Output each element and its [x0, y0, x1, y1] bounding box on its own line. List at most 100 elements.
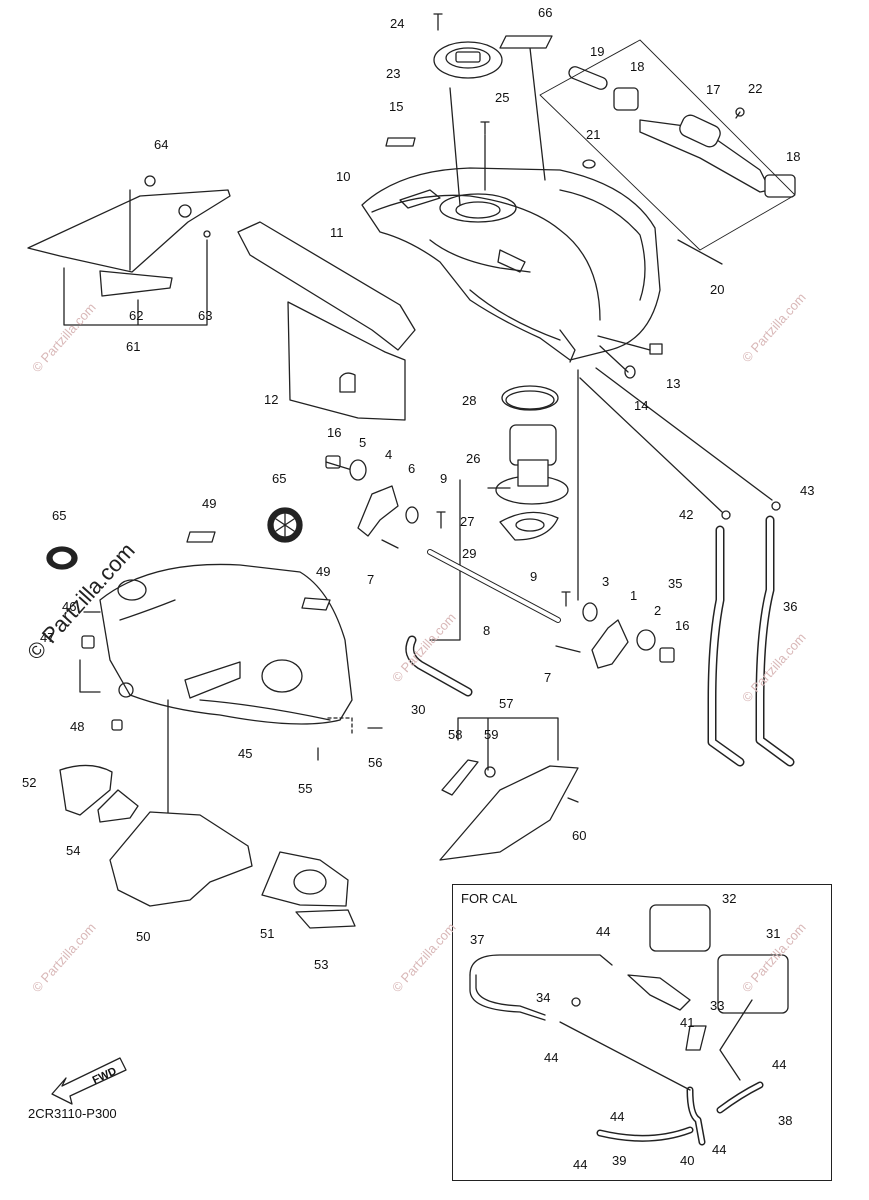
- callout-46: 46: [62, 599, 77, 614]
- callout-41: 41: [680, 1015, 695, 1030]
- callout-1: 1: [630, 588, 638, 603]
- callout-62: 62: [129, 308, 144, 323]
- callout-23: 23: [386, 66, 401, 81]
- collar-48: [111, 719, 123, 731]
- breather-hoses: [579, 367, 795, 767]
- callout-26: 26: [466, 451, 481, 466]
- callout-64: 64: [154, 137, 169, 152]
- label-66-part: [499, 35, 553, 49]
- callout-31: 31: [766, 926, 781, 941]
- rear-mount-assembly: [539, 39, 796, 251]
- leader-line: [529, 47, 546, 181]
- callout-24: 24: [390, 16, 405, 31]
- callout-36: 36: [783, 599, 798, 614]
- leader-line: [449, 87, 461, 206]
- emblem-65: [46, 507, 303, 570]
- fuel-tank: [361, 167, 661, 363]
- callout-9: 9: [440, 471, 448, 486]
- callout-25: 25: [495, 90, 510, 105]
- callout-44: 44: [544, 1050, 559, 1065]
- callout-20: 20: [710, 282, 725, 297]
- callout-44: 44: [610, 1109, 625, 1124]
- callout-40: 40: [680, 1153, 695, 1168]
- callout-39: 39: [612, 1153, 627, 1168]
- callout-22: 22: [748, 81, 763, 96]
- callout-35: 35: [668, 576, 683, 591]
- pad-15: [385, 137, 416, 147]
- callout-14: 14: [634, 398, 649, 413]
- callout-10: 10: [336, 169, 351, 184]
- callout-30: 30: [411, 702, 426, 717]
- fuel-pump-26: [487, 424, 569, 505]
- callout-51: 51: [260, 926, 275, 941]
- callout-59: 59: [484, 727, 499, 742]
- callout-61: 61: [126, 339, 141, 354]
- grommet-47: [81, 635, 95, 649]
- callout-19: 19: [590, 44, 605, 59]
- callout-6: 6: [408, 461, 416, 476]
- callout-44: 44: [596, 924, 611, 939]
- tank-pads: [237, 221, 416, 421]
- callout-45: 45: [238, 746, 253, 761]
- callout-54: 54: [66, 843, 81, 858]
- bolt-20: [677, 239, 723, 265]
- callout-11: 11: [330, 225, 344, 240]
- callout-58: 58: [448, 727, 463, 742]
- callout-49: 49: [316, 564, 331, 579]
- fuel-cap: [433, 41, 503, 79]
- nut-21: [582, 159, 596, 169]
- callout-7: 7: [544, 670, 552, 685]
- callout-56: 56: [368, 755, 383, 770]
- callout-60: 60: [572, 828, 587, 843]
- drawing-code: 2CR3110-P300: [28, 1106, 117, 1121]
- plate-27: [499, 511, 559, 541]
- callout-33: 33: [710, 998, 725, 1013]
- bolt-24: [433, 13, 443, 31]
- for-cal-label: FOR CAL: [461, 891, 518, 906]
- callout-9: 9: [530, 569, 538, 584]
- lower-covers: [59, 764, 356, 929]
- callout-65: 65: [272, 471, 287, 486]
- callout-18: 18: [630, 59, 645, 74]
- callout-28: 28: [462, 393, 477, 408]
- pad-49: [186, 531, 216, 543]
- side-panel-57: [439, 717, 579, 861]
- callout-7: 7: [367, 572, 375, 587]
- callout-18: 18: [786, 149, 801, 164]
- leader-line: [429, 479, 461, 641]
- callout-27: 27: [460, 514, 475, 529]
- callout-32: 32: [722, 891, 737, 906]
- left-bracket-hardware: [325, 455, 446, 549]
- callout-16: 16: [675, 618, 690, 633]
- right-bracket-hardware: [555, 591, 675, 669]
- part-13: [649, 343, 663, 355]
- callout-38: 38: [778, 1113, 793, 1128]
- callout-29: 29: [462, 546, 477, 561]
- callout-50: 50: [136, 929, 151, 944]
- callout-48: 48: [70, 719, 85, 734]
- o-ring-28: [501, 385, 559, 411]
- side-cover: [27, 175, 231, 326]
- callout-65: 65: [52, 508, 67, 523]
- for-cal-inset: FOR CAL: [452, 884, 832, 1181]
- leader-line: [327, 717, 353, 736]
- callout-34: 34: [536, 990, 551, 1005]
- callout-16: 16: [327, 425, 342, 440]
- callout-4: 4: [385, 447, 393, 462]
- callout-42: 42: [679, 507, 694, 522]
- part-14: [624, 365, 636, 379]
- callout-3: 3: [602, 574, 610, 589]
- callout-8: 8: [483, 623, 491, 638]
- callout-57: 57: [499, 696, 514, 711]
- callout-52: 52: [22, 775, 37, 790]
- callout-44: 44: [772, 1057, 787, 1072]
- canister-system: [469, 904, 789, 1146]
- callout-49: 49: [202, 496, 217, 511]
- callout-5: 5: [359, 435, 367, 450]
- callout-13: 13: [666, 376, 681, 391]
- callout-21: 21: [586, 127, 601, 142]
- callout-12: 12: [264, 392, 279, 407]
- callout-66: 66: [538, 5, 553, 20]
- callout-63: 63: [198, 308, 213, 323]
